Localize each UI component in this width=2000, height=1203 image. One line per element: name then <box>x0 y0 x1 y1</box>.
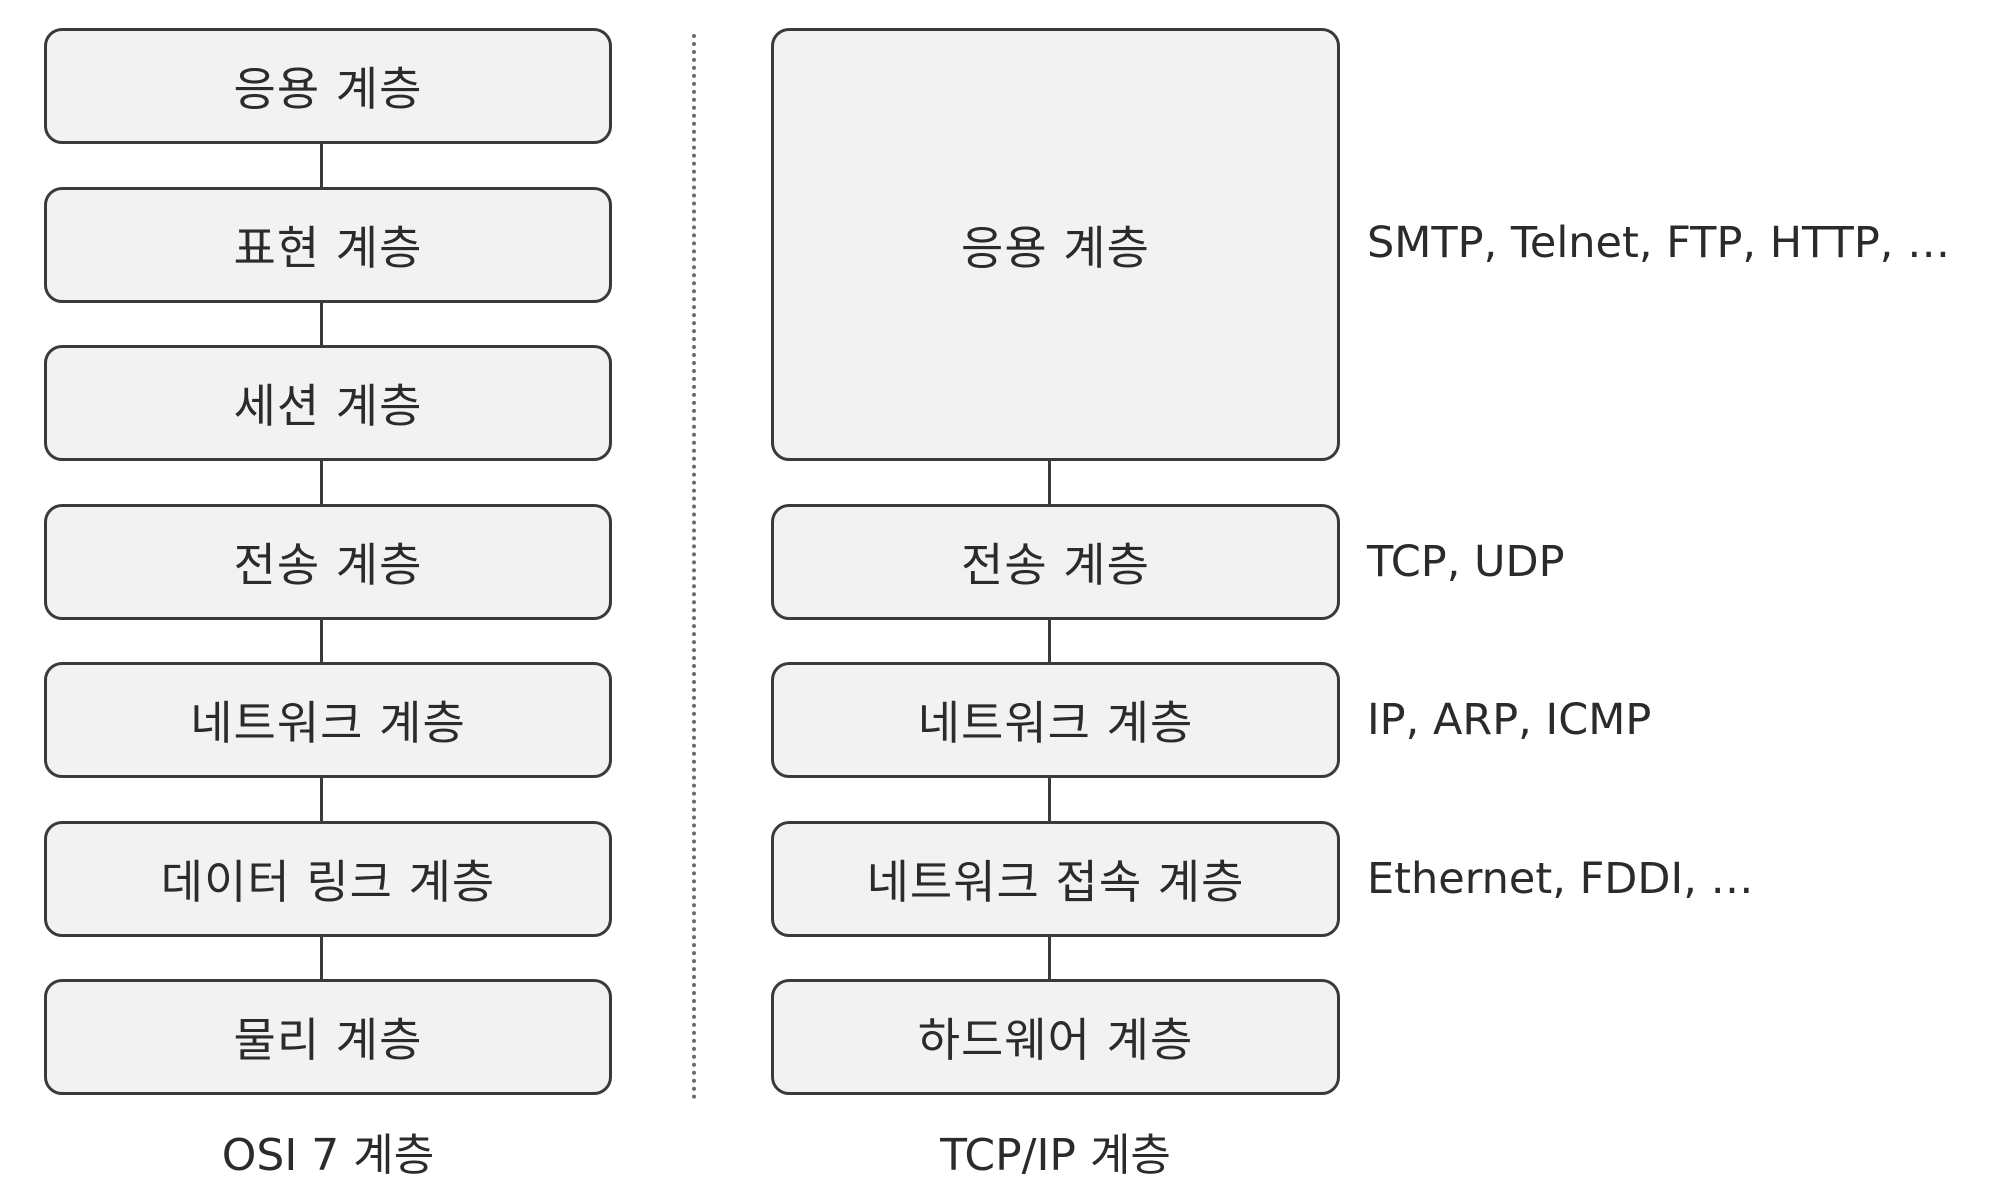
application-protocols-label: SMTP, Telnet, FTP, HTTP, … <box>1367 218 1951 268</box>
tcpip-connector <box>1048 620 1051 662</box>
tcpip-connector <box>1048 937 1051 979</box>
osi-connector <box>320 778 323 821</box>
tcpip-application-layer: 응용 계층 <box>771 28 1340 461</box>
tcpip-connector <box>1048 461 1051 504</box>
osi-presentation-layer: 표현 계층 <box>44 187 612 303</box>
osi-transport-layer: 전송 계층 <box>44 504 612 620</box>
network-protocols-label: IP, ARP, ICMP <box>1367 695 1652 745</box>
network-access-protocols-label: Ethernet, FDDI, … <box>1367 854 1754 904</box>
column-divider <box>692 34 696 1100</box>
osi-network-layer: 네트워크 계층 <box>44 662 612 778</box>
osi-connector <box>320 303 323 345</box>
tcpip-connector <box>1048 778 1051 821</box>
osi-connector <box>320 144 323 187</box>
transport-protocols-label: TCP, UDP <box>1367 537 1565 587</box>
tcpip-network-layer: 네트워크 계층 <box>771 662 1340 778</box>
osi-physical-layer: 물리 계층 <box>44 979 612 1095</box>
tcpip-model-caption: TCP/IP 계층 <box>940 1130 1171 1181</box>
tcpip-network-access-layer: 네트워크 접속 계층 <box>771 821 1340 937</box>
osi-model-caption: OSI 7 계층 <box>221 1130 435 1181</box>
tcpip-hardware-layer: 하드웨어 계층 <box>771 979 1340 1095</box>
tcpip-transport-layer: 전송 계층 <box>771 504 1340 620</box>
osi-application-layer: 응용 계층 <box>44 28 612 144</box>
osi-session-layer: 세션 계층 <box>44 345 612 461</box>
osi-data-link-layer: 데이터 링크 계층 <box>44 821 612 937</box>
osi-connector <box>320 620 323 662</box>
osi-connector <box>320 461 323 504</box>
osi-connector <box>320 937 323 979</box>
